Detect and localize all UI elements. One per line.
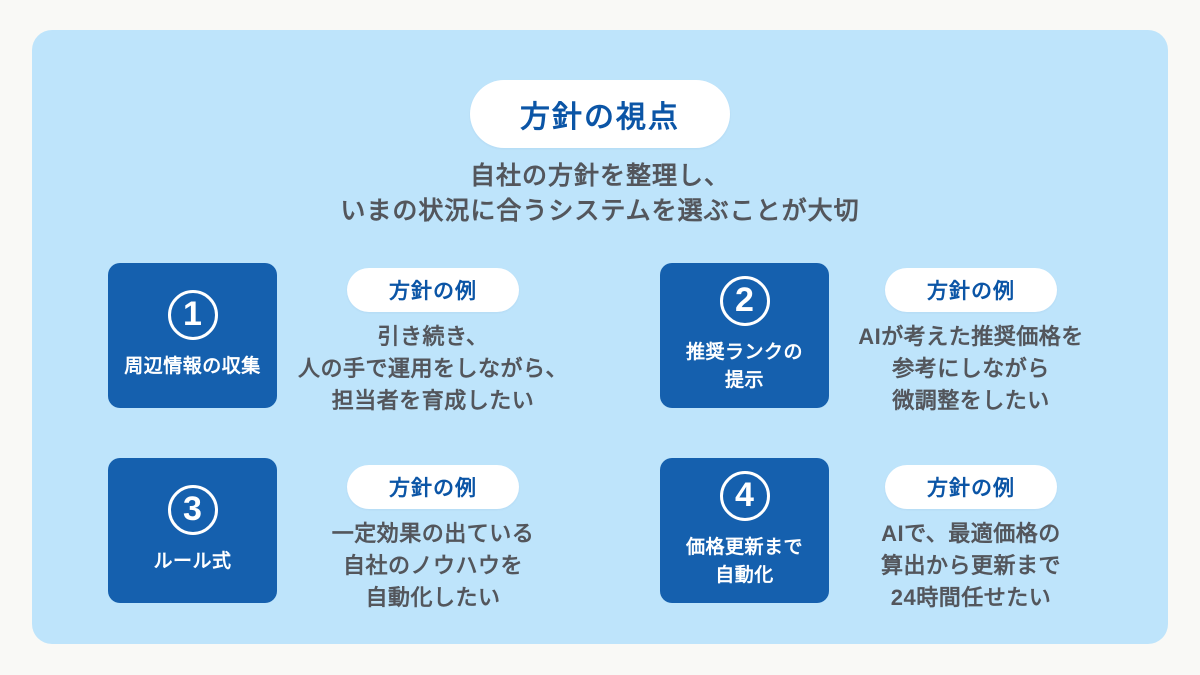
example-description: 引き続き、 人の手で運用をしながら、 担当者を育成したい: [297, 324, 568, 413]
option-number: 4: [735, 475, 754, 514]
option-number: 3: [183, 489, 202, 528]
title-badge-label: 方針の視点: [520, 101, 680, 134]
example-group-3: 方針の例 一定効果の出ている 自社のノウハウを 自動化したい: [268, 465, 598, 614]
option-box-1: 1 周辺情報の収集: [108, 263, 277, 408]
option-box-3: 3 ルール式: [108, 458, 277, 603]
option-label: 推奨ランクの 提示: [685, 341, 803, 392]
option-number: 2: [735, 280, 754, 319]
title-badge: 方針の視点: [470, 80, 730, 148]
option-label: ルール式: [153, 550, 232, 572]
example-badge-label: 方針の例: [927, 280, 1015, 303]
number-circle-3: 3: [167, 484, 218, 535]
number-circle-4: 4: [719, 470, 770, 521]
number-circle-1: 1: [167, 289, 218, 340]
example-description: 一定効果の出ている 自社のノウハウを 自動化したい: [331, 521, 535, 610]
option-label: 価格更新まで 自動化: [685, 536, 803, 587]
example-group-2: 方針の例 AIが考えた推奨価格を 参考にしながら 微調整をしたい: [806, 268, 1136, 417]
example-description: AIで、最適価格の 算出から更新まで 24時間任せたい: [880, 521, 1061, 610]
example-badge: 方針の例: [885, 465, 1057, 509]
example-description: AIが考えた推奨価格を 参考にしながら 微調整をしたい: [858, 324, 1084, 413]
example-badge: 方針の例: [347, 268, 519, 312]
policy-perspective-card: 方針の視点 自社の方針を整理し、 いまの状況に合うシステムを選ぶことが大切 1 …: [32, 30, 1168, 644]
example-badge-label: 方針の例: [389, 477, 477, 500]
example-badge-label: 方針の例: [927, 477, 1015, 500]
option-label: 周辺情報の収集: [124, 355, 261, 377]
example-group-4: 方針の例 AIで、最適価格の 算出から更新まで 24時間任せたい: [806, 465, 1136, 614]
subtitle-text: 自社の方針を整理し、 いまの状況に合うシステムを選ぶことが大切: [340, 162, 860, 225]
example-badge: 方針の例: [347, 465, 519, 509]
option-box-2: 2 推奨ランクの 提示: [660, 263, 829, 408]
example-group-1: 方針の例 引き続き、 人の手で運用をしながら、 担当者を育成したい: [268, 268, 598, 417]
example-badge: 方針の例: [885, 268, 1057, 312]
number-circle-2: 2: [719, 275, 770, 326]
example-badge-label: 方針の例: [389, 280, 477, 303]
option-number: 1: [183, 294, 202, 333]
option-box-4: 4 価格更新まで 自動化: [660, 458, 829, 603]
